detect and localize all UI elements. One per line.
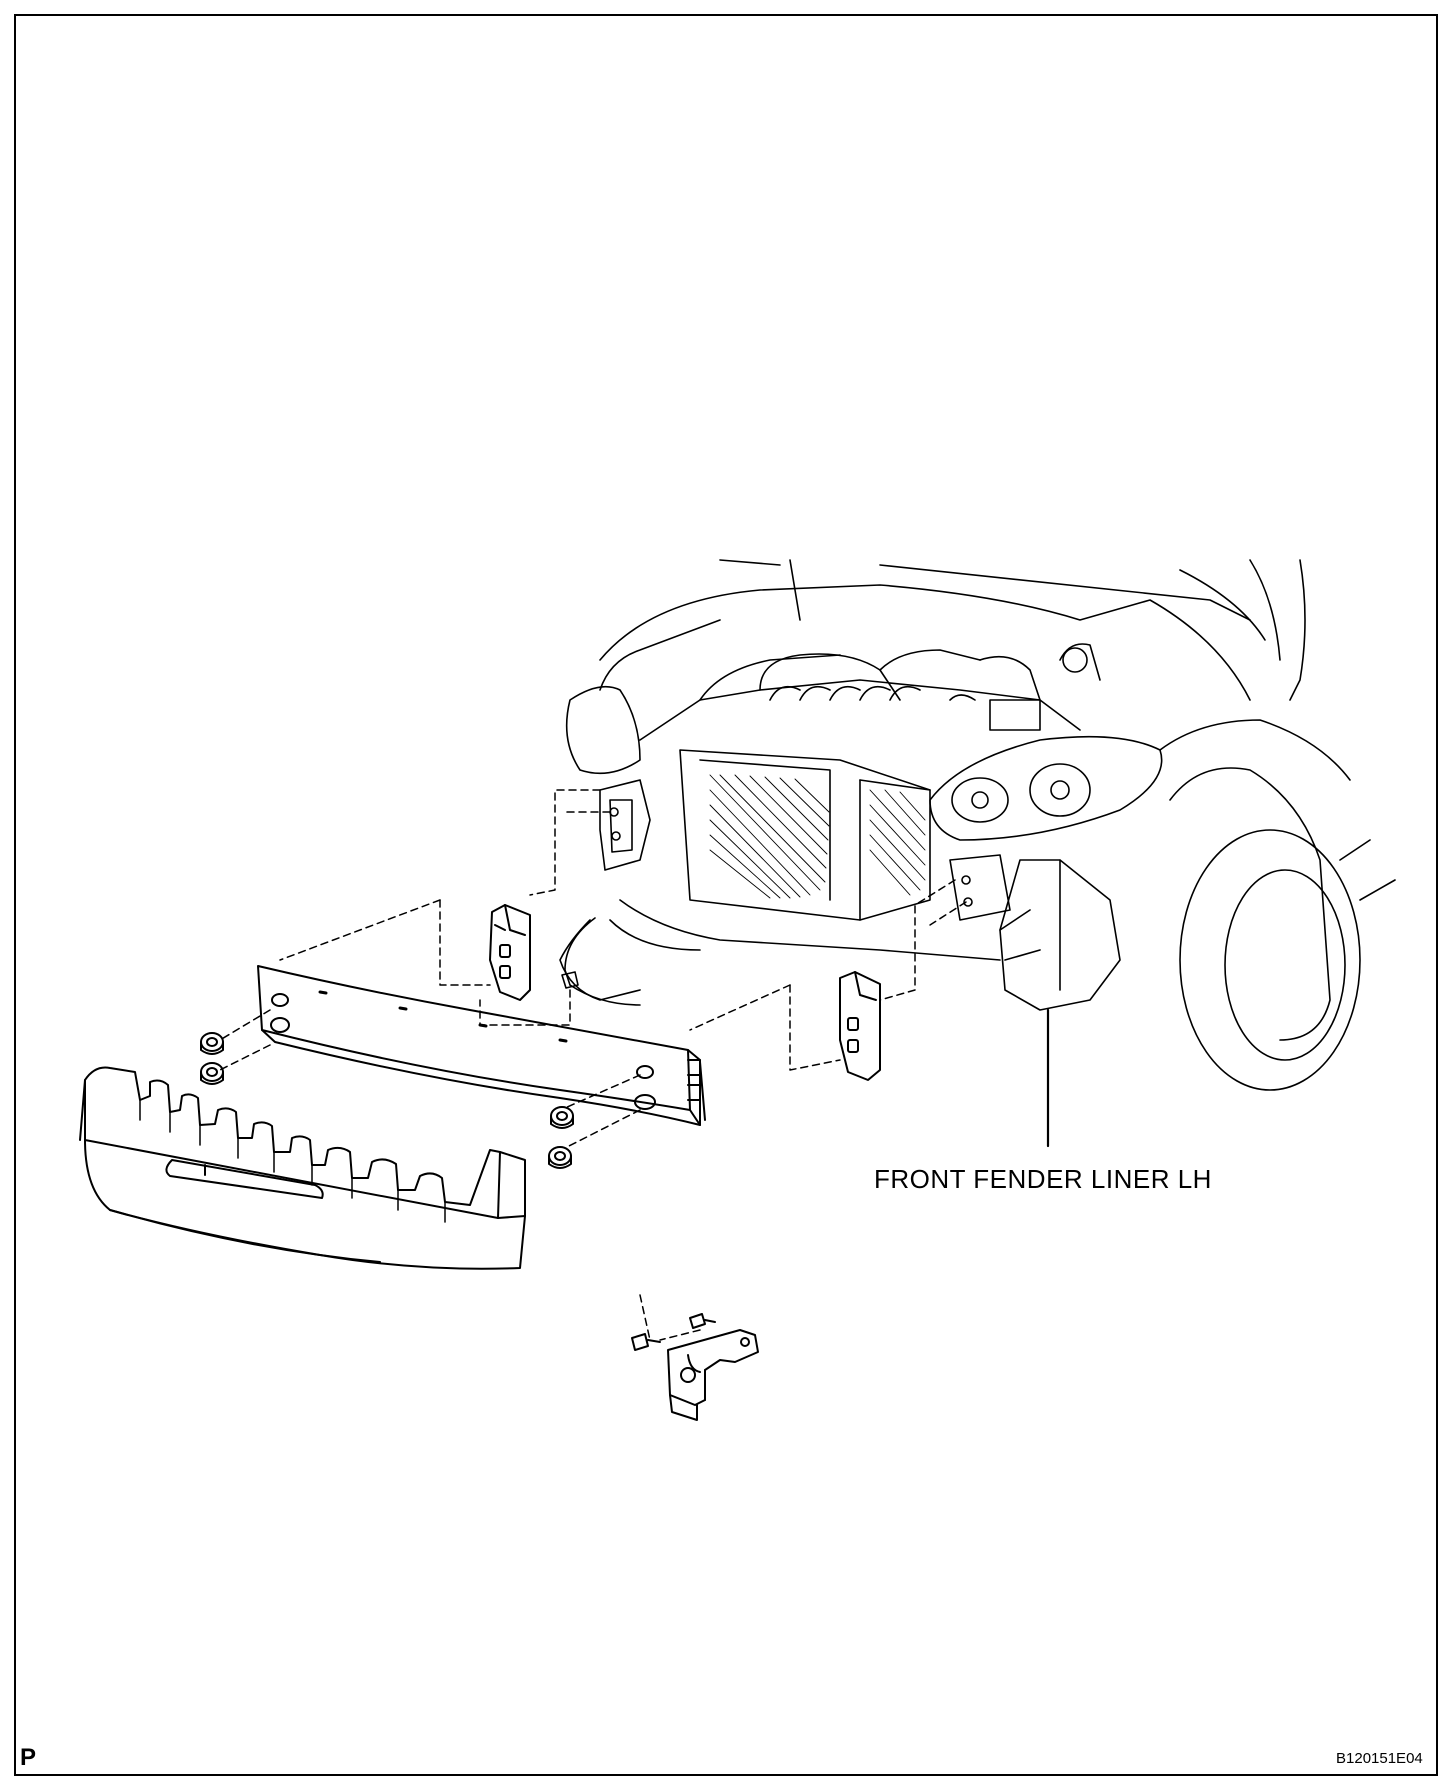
- vehicle-front-body: [559, 559, 1396, 1091]
- nut-lower-left: [200, 1062, 224, 1085]
- front-bumper-reinforcement: [257, 965, 706, 1126]
- bumper-bracket-left: [489, 904, 531, 1001]
- nut-upper-left: [200, 1032, 224, 1055]
- bolt-left: [631, 1333, 661, 1351]
- bumper-bracket-right: [839, 971, 881, 1081]
- figure-id: B120151E04: [1336, 1750, 1423, 1767]
- bolt-top: [689, 1313, 716, 1329]
- diagram-frame: [14, 14, 1438, 1776]
- lower-bracket-assembly: [631, 1313, 759, 1421]
- wire-harness-clip: [561, 917, 641, 1006]
- nut-lower-right: [548, 1146, 572, 1169]
- page-mark: P: [20, 1744, 37, 1771]
- front-bumper-energy-absorber: [79, 1066, 526, 1270]
- front-fender-liner-label: FRONT FENDER LINER LH: [874, 1164, 1212, 1194]
- nut-set: [200, 1032, 574, 1169]
- nut-upper-right: [550, 1106, 574, 1129]
